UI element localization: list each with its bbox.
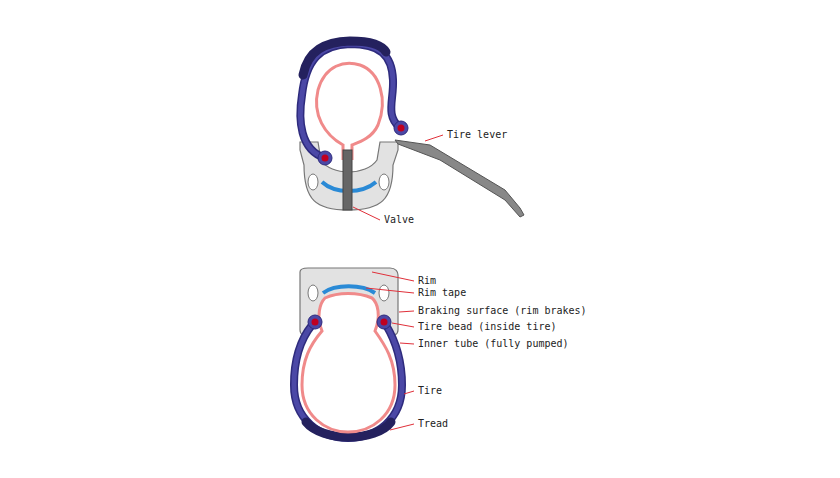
part-label: Braking surface (rim brakes) — [418, 305, 587, 317]
tread — [303, 41, 386, 75]
tire-bead — [377, 315, 391, 329]
inner-tube — [302, 294, 395, 433]
rim-hole — [308, 174, 318, 190]
top-figure — [300, 41, 524, 217]
leader-line — [372, 272, 414, 281]
rim-hole — [379, 285, 389, 301]
tire-bead — [394, 121, 408, 135]
tire-casing — [300, 44, 400, 158]
part-label: Rim tape — [418, 287, 466, 299]
leader-line — [392, 323, 414, 327]
leader-line — [366, 288, 414, 293]
leader-line — [400, 343, 414, 344]
part-label: Tread — [418, 418, 448, 430]
bead-core — [322, 155, 329, 162]
leader-line — [353, 207, 380, 220]
part-label: Tire lever — [447, 129, 507, 141]
bead-core — [381, 319, 388, 326]
tire-bead — [318, 151, 332, 165]
tire-lever — [395, 140, 524, 217]
rim-hole — [308, 285, 318, 301]
leader-line — [404, 391, 414, 394]
bead-core — [398, 125, 405, 132]
tire-bead — [308, 315, 322, 329]
part-label: Tire bead (inside tire) — [418, 321, 556, 333]
leader-line — [390, 424, 414, 430]
bead-core — [312, 319, 319, 326]
leader-line — [425, 135, 443, 141]
part-label: Inner tube (fully pumped) — [418, 338, 569, 350]
rim-tape — [323, 286, 375, 293]
rim-hole — [379, 174, 389, 190]
leader-lines — [353, 135, 443, 430]
bottom-figure — [294, 268, 402, 438]
inner-tube — [317, 63, 383, 160]
leader-line — [399, 311, 414, 312]
part-label: Tire — [418, 385, 442, 397]
valve-stem — [343, 150, 352, 210]
part-label: Rim — [418, 275, 436, 287]
part-label: Valve — [384, 214, 414, 226]
tire-casing — [300, 44, 400, 158]
